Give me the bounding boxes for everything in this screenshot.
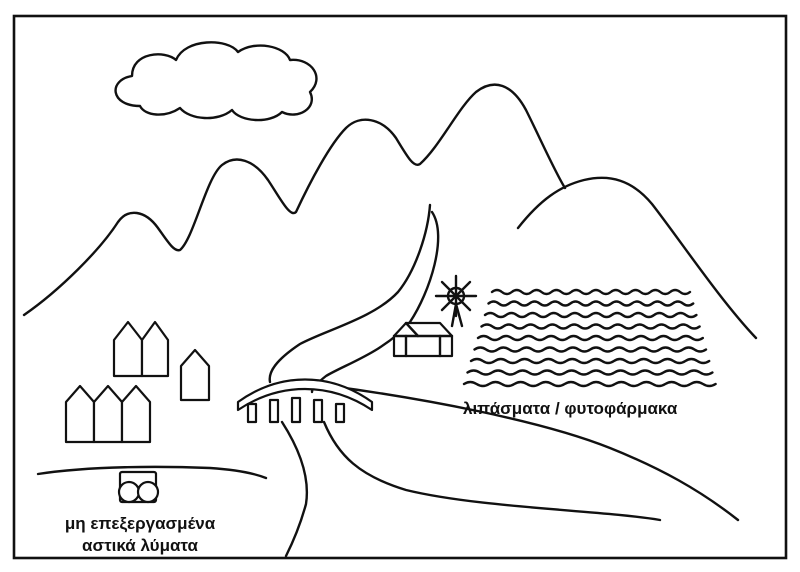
field-row [483, 311, 698, 319]
ground-line-right [328, 384, 740, 522]
bridge [236, 378, 374, 424]
river-right-bank [310, 210, 440, 394]
sewage-pipes [117, 470, 160, 504]
river-lower-right [322, 420, 662, 522]
cloud [114, 41, 318, 122]
town-houses [64, 320, 211, 444]
sewage-label-line2: αστικά λύματα [82, 536, 198, 555]
river-lower-left [280, 420, 308, 558]
ground-line-bottom [36, 465, 268, 480]
field-row [476, 334, 704, 342]
mountain-right [516, 176, 758, 340]
fertilizers-pesticides-label: λιπάσματα / φυτοφάρμακα [463, 399, 678, 418]
field-row [466, 369, 714, 376]
field-row [480, 323, 701, 330]
crop-field [462, 288, 717, 388]
windmill-icon [434, 274, 478, 328]
farm-house [392, 321, 454, 358]
field-row [469, 357, 711, 365]
untreated-sewage-label: μη επεξεργασμένα αστικά λύματα [40, 513, 240, 557]
field-row [487, 300, 695, 307]
river-left-bank [268, 203, 432, 384]
field-row [462, 380, 717, 388]
sewage-label-line1: μη επεξεργασμένα [64, 514, 216, 533]
picture-frame [12, 14, 788, 560]
field-row [490, 288, 692, 296]
mountain-range [22, 83, 567, 317]
field-row [473, 346, 708, 353]
